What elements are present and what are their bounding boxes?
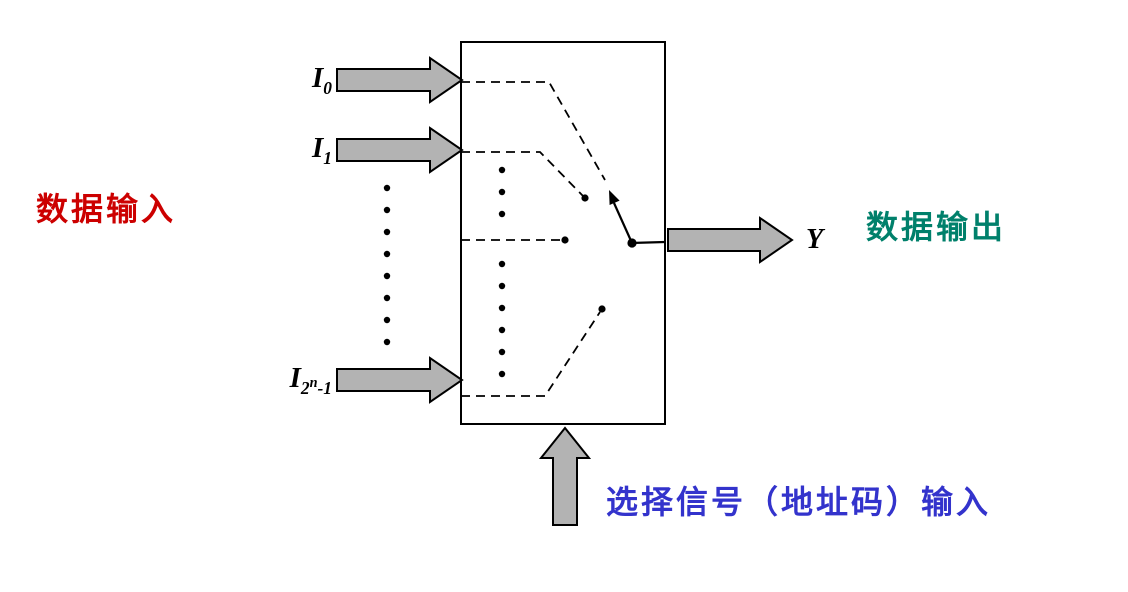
select-input-arrow: [538, 426, 592, 526]
input-label-0-base: I: [312, 62, 324, 94]
data-output-label: 数据输出: [866, 208, 1007, 246]
switch-wiper: [609, 190, 666, 248]
select-signal-label: 选择信号（地址码）输入: [606, 483, 992, 521]
input-arrow-0: [336, 56, 464, 104]
input-label-1-sub: 1: [323, 147, 332, 168]
mux-box: [460, 41, 666, 425]
input-label-last-sup: n: [309, 375, 318, 391]
input-label-last: I2n-1: [220, 360, 332, 406]
input-label-last-tail: -1: [317, 377, 333, 398]
output-y-label: Y: [806, 224, 824, 255]
dashed-path-input1: [461, 151, 584, 197]
output-arrow: [667, 216, 794, 264]
data-input-label: 数据输入: [36, 190, 177, 228]
input-label-1-base: I: [312, 132, 324, 164]
contact-dots: [561, 194, 606, 313]
wiper-arrowhead: [609, 190, 620, 205]
dashed-path-input-last: [461, 311, 601, 397]
input-arrow-1: [336, 126, 464, 174]
input-label-0: I0: [250, 60, 332, 106]
input-label-last-base: I: [289, 362, 301, 394]
left-dots-column: [383, 184, 391, 346]
dashed-path-input0: [461, 81, 606, 181]
inner-dots-column: [498, 166, 506, 378]
input-label-last-sub: 2: [300, 377, 310, 398]
input-label-0-sub: 0: [323, 77, 332, 98]
input-arrow-last: [336, 356, 464, 404]
input-label-1: I1: [250, 130, 332, 176]
